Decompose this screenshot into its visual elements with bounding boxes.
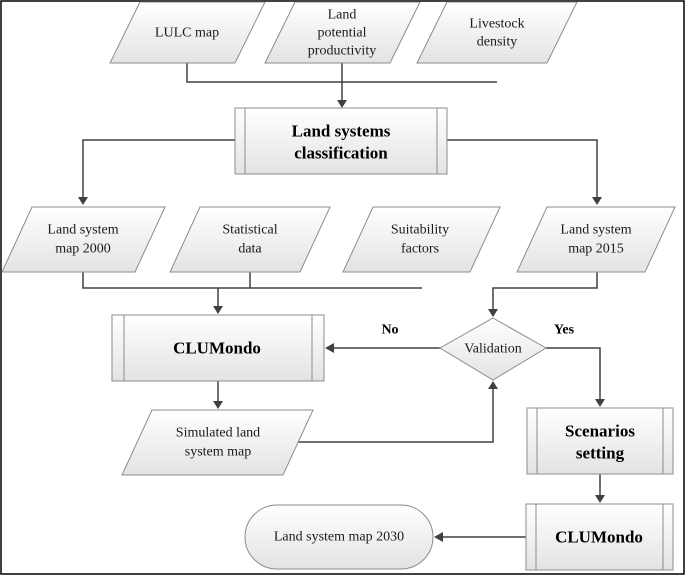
- parallelogram-productivity: [264, 1, 421, 64]
- connector-inputs-merge: [186, 63, 497, 83]
- classification-line-1: Land systems: [292, 122, 391, 141]
- arrowhead-no-to-clumondo: [325, 343, 334, 353]
- terminal-map2030: [244, 504, 434, 570]
- simulated-line-2: system map: [185, 445, 252, 460]
- parallelogram-map2000: [1, 206, 166, 273]
- process-clumondo-border: [111, 314, 325, 382]
- parallelogram-livestock: [416, 1, 578, 64]
- clumondo-second-label: CLUMondo: [555, 528, 643, 547]
- process-scenarios-fill: [527, 408, 673, 474]
- input-livestock-density: Livestock density: [416, 1, 578, 64]
- process-clumondo-fill: [112, 315, 324, 381]
- process-land-systems-classification: Land systems classification: [234, 107, 448, 175]
- connector-middle-inputs-merge: [82, 272, 422, 289]
- arrowhead-to-map2000: [78, 197, 88, 205]
- arrowhead-to-validation: [488, 309, 498, 317]
- arrowhead-simulated-to-validation: [488, 381, 498, 389]
- arrowhead-to-map2015: [592, 197, 602, 205]
- parallelogram-lulc: [109, 1, 266, 64]
- process-classification-border: [234, 107, 448, 175]
- connector-classification-to-map2000: [82, 139, 235, 198]
- statistical-line-2: data: [238, 242, 262, 257]
- arrowhead-to-classification: [337, 100, 347, 108]
- classification-line-2: classification: [294, 144, 388, 163]
- map2000-line-1: Land system: [47, 223, 118, 238]
- process-clumondo-main: CLUMondo: [111, 314, 325, 382]
- connector-validation-yes: [546, 347, 601, 400]
- input-suitability-factors: Suitability factors: [342, 206, 501, 273]
- arrowhead-yes-to-scenarios: [595, 399, 605, 407]
- process-clumondo-second: CLUMondo: [525, 503, 674, 571]
- map2000-line-2: map 2000: [55, 242, 111, 257]
- input-statistical-data: Statistical data: [169, 206, 331, 273]
- process-clumondo-second-border: [525, 503, 674, 571]
- suitability-line-1: Suitability: [391, 223, 449, 238]
- input-lulc-label: LULC map: [155, 26, 219, 41]
- arrowhead-to-clumondo: [213, 306, 223, 314]
- input-land-system-map-2000: Land system map 2000: [1, 206, 166, 273]
- output-simulated-land-system-map: Simulated land system map: [121, 409, 314, 476]
- input-productivity-line-1: Land: [328, 8, 357, 23]
- validation-label: Validation: [464, 342, 522, 357]
- connector-classification-to-map2015: [447, 139, 598, 198]
- input-land-system-map-2015: Land system map 2015: [516, 206, 676, 273]
- parallelogram-suitability: [342, 206, 501, 273]
- connector-simulated-to-validation: [288, 387, 494, 443]
- suitability-line-2: factors: [401, 242, 439, 257]
- input-livestock-line-2: density: [477, 35, 517, 50]
- arrowhead-to-clumondo-second: [595, 495, 605, 503]
- arrowhead-to-map2030: [434, 532, 443, 542]
- process-classification-fill: [235, 108, 447, 174]
- input-land-potential-productivity: Land potential productivity: [264, 1, 421, 64]
- scenarios-line-2: setting: [576, 444, 625, 463]
- label-no: No: [381, 323, 398, 338]
- process-clumondo-second-fill: [526, 504, 673, 570]
- connectors: [78, 63, 605, 542]
- input-productivity-line-2: potential: [318, 26, 367, 41]
- parallelogram-simulated: [121, 409, 314, 476]
- input-livestock-line-1: Livestock: [469, 17, 524, 32]
- connector-map2015-to-validation: [492, 272, 598, 310]
- map2015-line-1: Land system: [560, 223, 631, 238]
- input-productivity-line-3: productivity: [308, 44, 376, 59]
- input-lulc-map: LULC map: [109, 1, 266, 64]
- process-scenarios-setting: Scenarios setting: [526, 407, 674, 475]
- clumondo-main-label: CLUMondo: [173, 339, 261, 358]
- simulated-line-1: Simulated land: [176, 426, 260, 441]
- scenarios-line-1: Scenarios: [565, 422, 635, 441]
- decision-validation: Validation: [439, 317, 547, 381]
- diamond-validation: [439, 317, 547, 381]
- map2030-label: Land system map 2030: [274, 530, 404, 545]
- output-land-system-map-2030: Land system map 2030: [244, 504, 434, 570]
- parallelogram-map2015: [516, 206, 676, 273]
- label-yes: Yes: [554, 323, 575, 338]
- arrowhead-to-simulated: [213, 401, 223, 409]
- parallelogram-statistical: [169, 206, 331, 273]
- process-scenarios-border: [526, 407, 674, 475]
- statistical-line-1: Statistical: [222, 223, 277, 238]
- map2015-line-2: map 2015: [568, 242, 624, 257]
